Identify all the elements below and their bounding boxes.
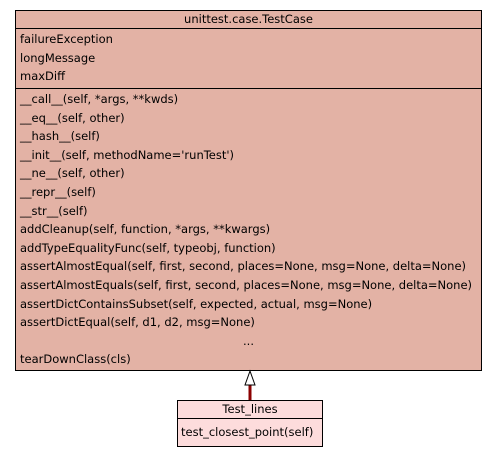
methods-ellipsis: ... (243, 333, 254, 348)
method-item: __repr__(self) (20, 184, 96, 199)
class-title-test-lines: Test_lines (178, 401, 322, 419)
attributes-section: failureException longMessage maxDiff (16, 29, 481, 89)
methods-section: __call__(self, *args, **kwds) __eq__(sel… (16, 89, 481, 369)
method-item: tearDownClass(cls) (20, 352, 131, 367)
inheritance-arrowhead (244, 369, 256, 386)
attribute-item: failureException (20, 32, 113, 46)
method-item: __call__(self, *args, **kwds) (20, 92, 179, 106)
method-item: addCleanup(self, function, *args, **kwar… (20, 222, 271, 237)
method-item: __eq__(self, other) (20, 110, 125, 125)
method-item: __hash__(self) (20, 129, 100, 144)
method-item: assertAlmostEquals(self, first, second, … (20, 277, 473, 292)
class-title-testcase: unittest.case.TestCase (16, 11, 481, 29)
method-item: __init__(self, methodName='runTest') (20, 147, 235, 162)
method-item: addTypeEqualityFunc(self, typeobj, funct… (20, 240, 276, 255)
methods-section: test_closest_point(self) (178, 419, 322, 440)
class-box-test-lines[interactable]: Test_lines test_closest_point(self) (177, 400, 323, 447)
method-item: test_closest_point(self) (181, 425, 314, 439)
attribute-item: maxDiff (20, 69, 66, 84)
attribute-item: longMessage (20, 50, 96, 65)
method-item: __ne__(self, other) (20, 166, 125, 181)
class-box-testcase[interactable]: unittest.case.TestCase failureException … (15, 10, 482, 371)
method-item: assertDictContainsSubset(self, expected,… (20, 296, 373, 311)
method-item: __str__(self) (20, 203, 88, 218)
method-item: assertAlmostEqual(self, first, second, p… (20, 259, 467, 274)
method-item: assertDictEqual(self, d1, d2, msg=None) (20, 315, 255, 330)
